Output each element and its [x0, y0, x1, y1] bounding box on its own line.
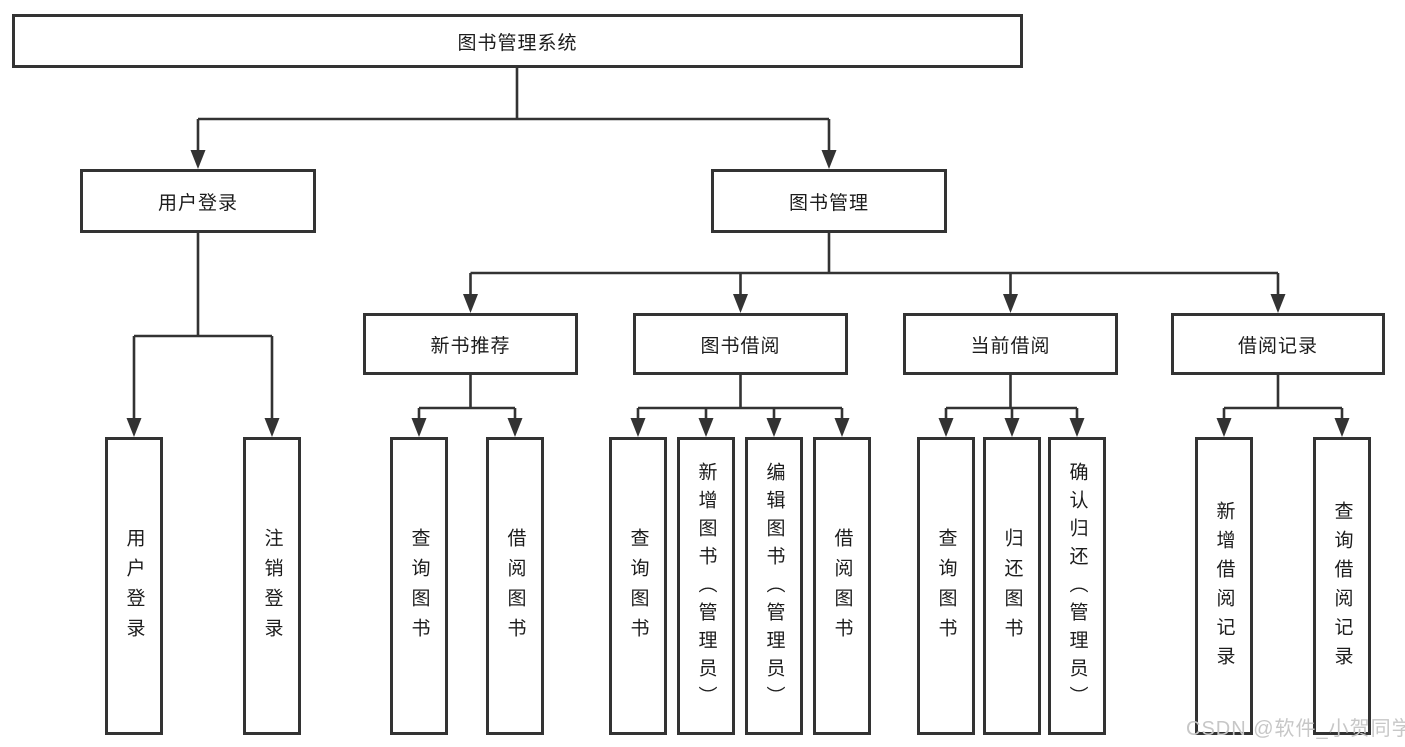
node-book-management-label: 图书管理	[788, 192, 869, 214]
leaf-borrow-borrow-books-label: 借阅图书	[831, 528, 853, 648]
csdn-watermark: CSDN @软件_小贺同学	[1186, 718, 1405, 740]
leaf-borrow-query-books: 查询图书	[609, 437, 667, 735]
leaf-records-query-record-label: 查询借阅记录	[1331, 501, 1353, 675]
leaf-newbooks-query-books-label: 查询图书	[408, 528, 430, 648]
leaf-borrow-borrow-books: 借阅图书	[813, 437, 871, 735]
leaf-borrow-edit-books-admin-label: 编辑图书（管理员）	[763, 462, 785, 714]
node-current-borrow: 当前借阅	[903, 313, 1118, 375]
node-new-book-recommend: 新书推荐	[363, 313, 578, 375]
leaf-borrow-query-books-label: 查询图书	[627, 528, 649, 648]
node-root: 图书管理系统	[12, 14, 1023, 68]
leaf-logout-label: 注销登录	[261, 528, 283, 648]
node-book-borrow-label: 图书借阅	[700, 335, 781, 357]
node-user-login-label: 用户登录	[157, 192, 238, 214]
leaf-user-login: 用户登录	[105, 437, 163, 735]
node-book-borrow: 图书借阅	[633, 313, 848, 375]
leaf-current-query-books-label: 查询图书	[935, 528, 957, 648]
leaf-current-query-books: 查询图书	[917, 437, 975, 735]
leaf-borrow-add-books-admin: 新增图书（管理员）	[677, 437, 735, 735]
leaf-newbooks-borrow-books-label: 借阅图书	[504, 528, 526, 648]
node-root-label: 图书管理系统	[457, 32, 578, 54]
leaf-user-login-label: 用户登录	[123, 528, 145, 648]
node-current-borrow-label: 当前借阅	[970, 335, 1051, 357]
leaf-borrow-edit-books-admin: 编辑图书（管理员）	[745, 437, 803, 735]
leaf-records-query-record: 查询借阅记录	[1313, 437, 1371, 735]
leaf-newbooks-borrow-books: 借阅图书	[486, 437, 544, 735]
leaf-records-add-record: 新增借阅记录	[1195, 437, 1253, 735]
leaf-records-add-record-label: 新增借阅记录	[1213, 501, 1235, 675]
node-borrow-records: 借阅记录	[1171, 313, 1385, 375]
leaf-newbooks-query-books: 查询图书	[390, 437, 448, 735]
leaf-logout: 注销登录	[243, 437, 301, 735]
leaf-borrow-add-books-admin-label: 新增图书（管理员）	[695, 462, 717, 714]
node-user-login: 用户登录	[80, 169, 316, 233]
node-new-book-recommend-label: 新书推荐	[430, 335, 511, 357]
leaf-current-confirm-return-admin-label: 确认归还（管理员）	[1066, 462, 1088, 714]
leaf-current-return-books: 归还图书	[983, 437, 1041, 735]
arrowheads	[126, 150, 1350, 437]
node-borrow-records-label: 借阅记录	[1237, 335, 1318, 357]
node-book-management: 图书管理	[711, 169, 947, 233]
leaf-current-return-books-label: 归还图书	[1001, 528, 1023, 648]
connector-strokes	[132, 68, 1344, 421]
leaf-current-confirm-return-admin: 确认归还（管理员）	[1048, 437, 1106, 735]
